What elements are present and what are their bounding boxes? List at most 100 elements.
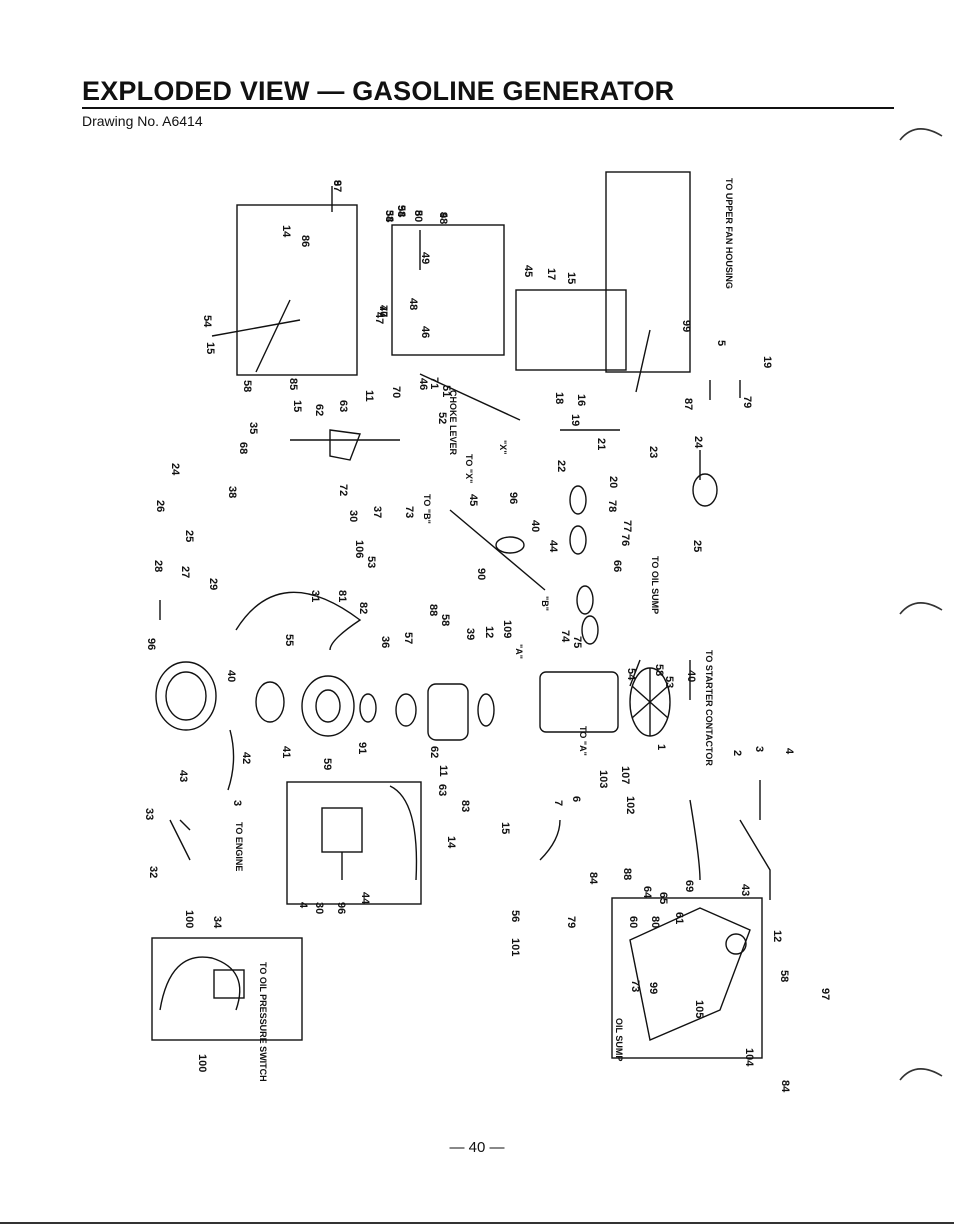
callout-label: 63 [337,400,349,412]
callout-label: 58 [439,614,451,626]
callout-label: 80 [649,916,661,928]
callout-label: 44 [359,892,371,905]
callout-label: 29 [207,578,219,590]
inset-box-choke [391,224,505,356]
callout-label: 54 [625,668,637,681]
callout-label: 56 [509,910,521,922]
callout-label: 62 [428,746,440,758]
callout-label: 39 [464,628,476,640]
callout-label: 99 [680,320,692,332]
drawing-number: Drawing No. A6414 [82,113,203,129]
callout-label: 58 [241,380,253,392]
callout-label: 88 [427,604,439,616]
callout-label: 71 [428,377,440,389]
callout-label: 78 [606,500,618,512]
callout-label: 21 [595,438,607,450]
callout-label: 3 [231,800,243,806]
callout-label: 43 [177,770,189,782]
callout-label: 32 [147,866,159,878]
callout-label: 8 [412,210,424,216]
margin-mark-middle [899,602,943,615]
callout-label: 20 [607,476,619,488]
callout-label: 58 [778,970,790,982]
callout-label: 100 [196,1054,208,1072]
engine-block [539,671,619,733]
callout-label: 27 [179,566,191,578]
callout-label: 30 [313,902,325,914]
callout-label: 25 [183,530,195,542]
callout-label: 40 [225,670,237,682]
inset-box-throttle [515,289,627,371]
callout-label: 6 [570,796,582,802]
callout-label: 74 [559,630,571,643]
callout-label: 36 [379,636,391,648]
callout-label: 15 [291,400,303,412]
callout-label: 79 [565,916,577,928]
callout-label: 50 [412,210,424,222]
callout-label: 35 [247,422,259,434]
callout-label: 19 [761,356,773,368]
inset-box-oil-pressure [151,937,303,1041]
callout-label: 65 [657,892,669,904]
callout-label: 72 [337,484,349,496]
callout-label: 11 [363,390,375,402]
bottom-rule [0,1222,954,1224]
callout-label: 105 [693,1000,705,1018]
spacer [359,693,377,723]
callout-label: 104 [743,1048,755,1067]
callout-label: 81 [336,590,348,602]
note-ref-x: "X" [498,440,508,455]
callout-label: 49 [419,252,431,264]
callout-label: 40 [529,520,541,532]
callout-label: 15 [204,342,216,354]
callout-label: 58 [653,664,665,676]
rotor [301,675,355,737]
callout-label: 97 [331,180,343,192]
bearing [395,693,417,727]
callout-label: 2 [731,750,743,756]
callout-label: 73 [403,506,415,518]
note-ref-b: "B" [540,596,550,611]
callout-label: 83 [459,800,471,812]
callout-label: 94 [395,205,407,218]
callout-label: 96 [335,902,347,914]
callout-label: 54 [201,315,213,328]
callout-label: 14 [280,225,292,238]
callout-label: 15 [565,272,577,284]
callout-label: 17 [545,268,557,280]
callout-label: 68 [237,442,249,454]
callout-label: 38 [226,486,238,498]
note-choke: CHOKE LEVER [448,390,458,456]
callout-label: 85 [287,378,299,390]
flywheel [255,681,285,723]
callout-label: 12 [771,930,783,942]
callout-label: 30 [347,510,359,522]
callout-label: 70 [390,386,402,398]
callout-label: 34 [211,916,223,929]
callout-label: 3 [753,746,765,752]
callout-label: 28 [152,560,164,572]
callout-label: 9 [437,212,449,218]
note-to-upper-fan: TO UPPER FAN HOUSING [724,178,734,289]
callout-label: 61 [673,912,685,924]
callout-label: 84 [779,1080,791,1093]
callout-label: 45 [467,494,479,506]
callout-label: 63 [436,784,448,796]
callout-label: 66 [611,560,623,572]
inset-box-oil-sump [611,897,763,1059]
callout-label: 60 [627,916,639,928]
callout-label: 75 [571,636,583,648]
callout-label: 16 [575,394,587,406]
note-to-a: TO "A" [578,726,588,756]
page-header: EXPLODED VIEW — GASOLINE GENERATOR Drawi… [82,76,894,129]
callout-label: 59 [321,758,333,770]
callout-label: 24 [169,463,181,476]
note-ref-a: "A" [514,644,524,659]
callout-label: 76 [619,534,631,546]
callout-label: 47 [373,312,385,324]
callout-label: 77 [621,520,633,532]
callout-label: 44 [547,540,559,553]
note-to-x: TO "X" [464,454,474,483]
callout-label: 14 [445,836,457,849]
